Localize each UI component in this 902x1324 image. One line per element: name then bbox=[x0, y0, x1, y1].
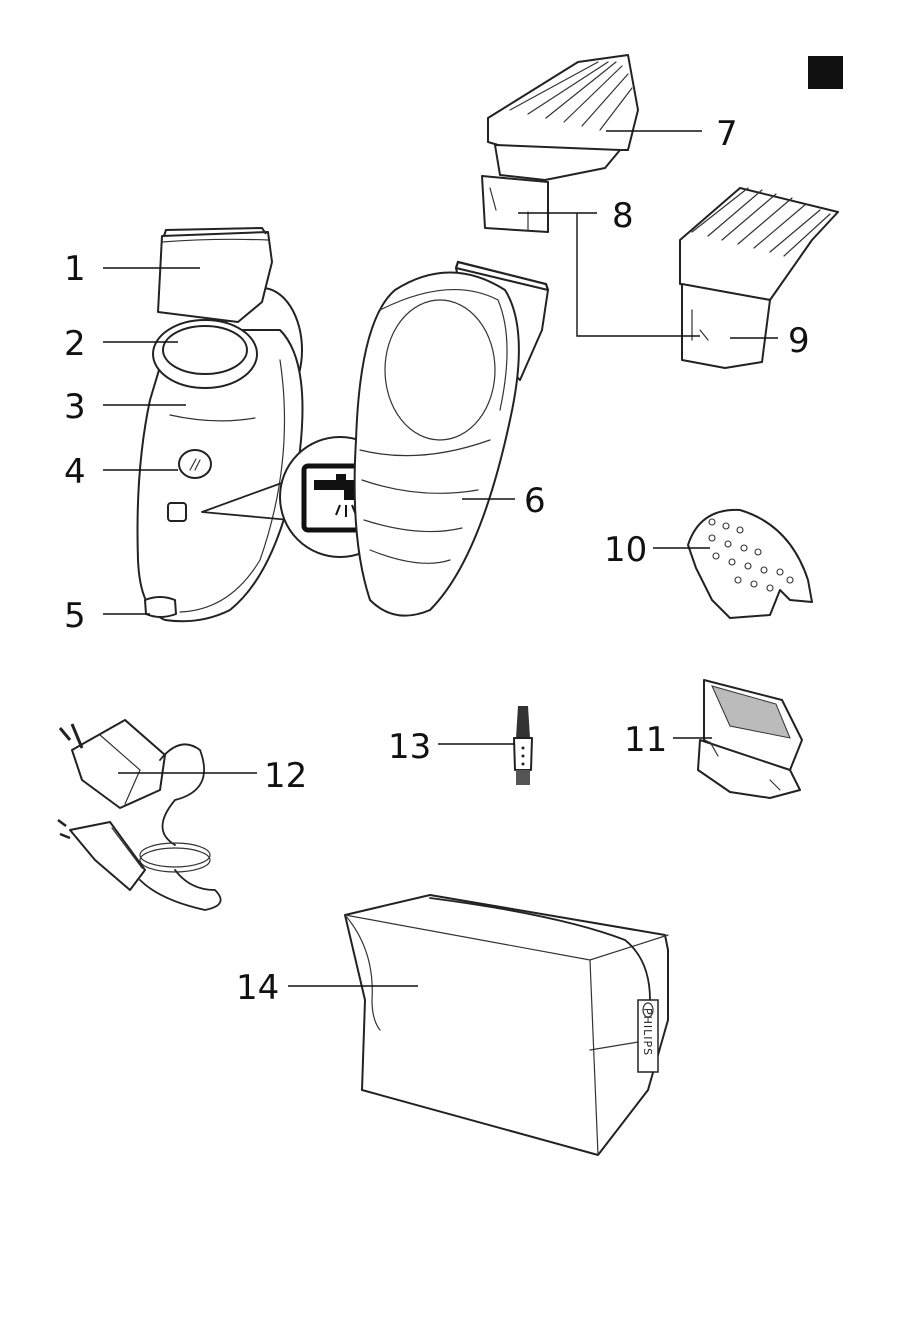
part-label-13: 13 bbox=[388, 727, 431, 767]
protection-cap bbox=[688, 510, 812, 618]
part-label-8: 8 bbox=[612, 196, 634, 236]
comb-attachment-small bbox=[680, 188, 838, 368]
clipper-back-view bbox=[355, 262, 548, 616]
part-label-12: 12 bbox=[264, 756, 307, 796]
part-label-14: 14 bbox=[236, 968, 279, 1008]
power-adapter bbox=[58, 720, 221, 910]
part-label-2: 2 bbox=[64, 324, 86, 364]
part-label-1: 1 bbox=[64, 249, 86, 289]
part-label-6: 6 bbox=[524, 481, 546, 521]
clipper-front-view bbox=[138, 228, 303, 621]
part-label-9: 9 bbox=[788, 321, 810, 361]
part-label-4: 4 bbox=[64, 452, 86, 492]
storage-pouch: PHILIPS bbox=[345, 895, 668, 1155]
cleaning-brush bbox=[514, 706, 532, 785]
page-marker-square bbox=[808, 56, 843, 89]
shaver-head-attachment bbox=[698, 680, 802, 798]
part-label-5: 5 bbox=[64, 596, 86, 636]
part-label-3: 3 bbox=[64, 387, 86, 427]
part-label-11: 11 bbox=[624, 720, 667, 760]
part-label-7: 7 bbox=[716, 114, 738, 154]
part-label-10: 10 bbox=[604, 530, 647, 570]
